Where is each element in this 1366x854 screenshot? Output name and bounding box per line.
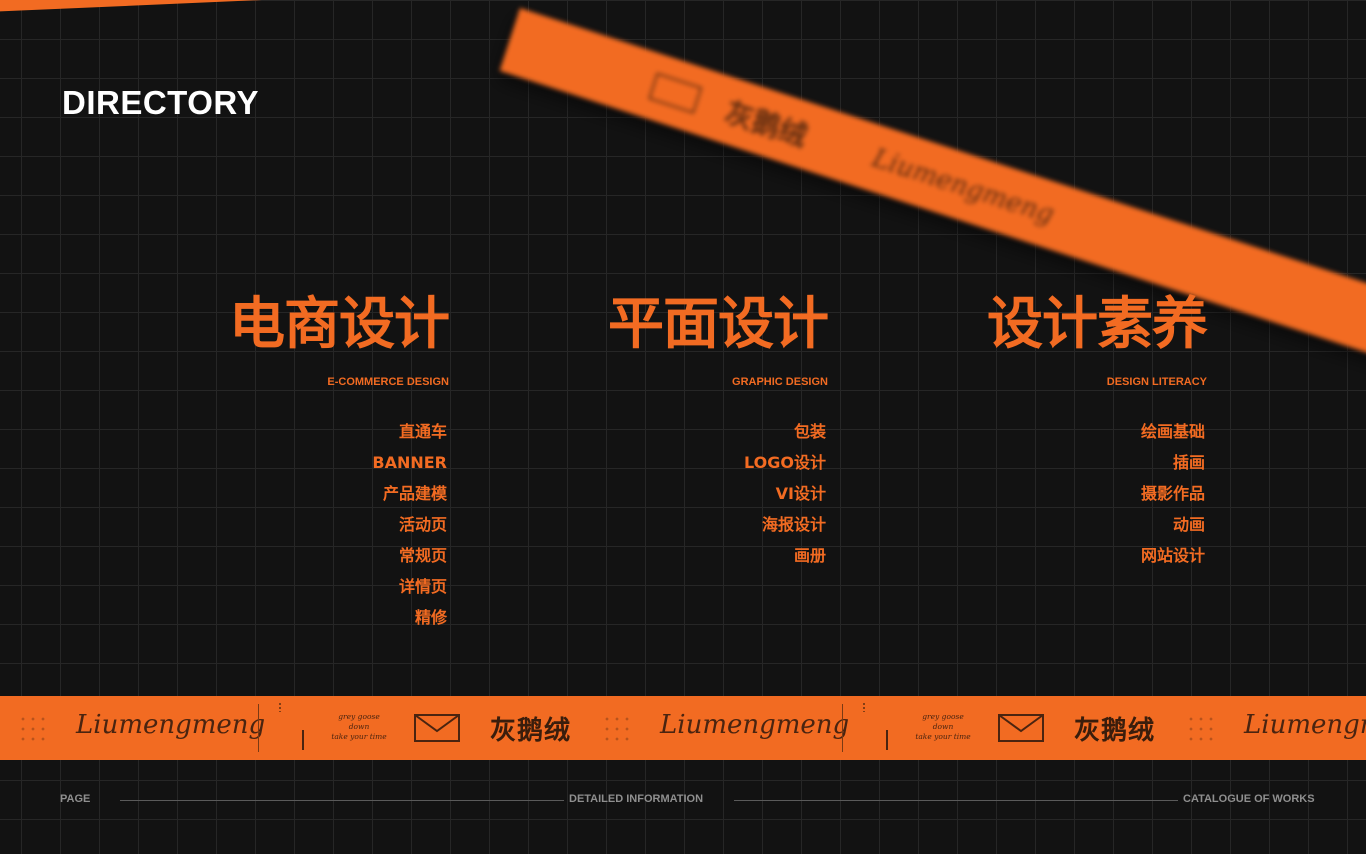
band-script-text: Liumengmeng	[76, 710, 266, 740]
list-item[interactable]: 产品建模	[382, 484, 447, 503]
category-title: 设计素养	[987, 292, 1208, 357]
list-item[interactable]: 插画	[1172, 453, 1205, 472]
category-graphic: 平面设计 GRAPHIC DESIGN 包装 LOGO设计 VI设计 海报设计 …	[528, 290, 829, 571]
dot-pattern	[18, 714, 48, 744]
top-decorative-tape: Liumengmeng 灰鹅绒	[0, 0, 902, 14]
band-dots	[863, 702, 865, 712]
band-small-script: grey goose down take your time	[915, 712, 971, 741]
tape-script-text: Liumengmeng	[868, 143, 1058, 231]
category-literacy: 设计素养 DESIGN LITERACY 绘画基础 插画 摄影作品 动画 网站设…	[907, 290, 1208, 571]
list-item[interactable]: 常规页	[398, 546, 447, 565]
band-divider	[842, 704, 843, 752]
footer-divider-line	[734, 800, 1178, 801]
category-subtitle: GRAPHIC DESIGN	[732, 376, 828, 388]
band-segment: Liumengmeng grey goose down take your ti…	[584, 696, 1168, 760]
list-item[interactable]: 直通车	[398, 422, 447, 441]
list-item[interactable]: 画册	[793, 546, 826, 565]
list-item[interactable]: BANNER	[372, 453, 447, 472]
category-ecommerce: 电商设计 E-COMMERCE DESIGN 直通车 BANNER 产品建模 活…	[149, 290, 450, 633]
page-title: DIRECTORY	[62, 84, 260, 121]
list-item[interactable]: 海报设计	[761, 515, 826, 534]
band-tick	[886, 730, 888, 750]
band-segment: Liumengmeng	[1168, 696, 1366, 760]
band-brand-text: 灰鹅绒	[1074, 716, 1156, 746]
bottom-decorative-band: Liumengmeng grey goose down take your ti…	[0, 696, 1366, 760]
list-item[interactable]: 精修	[414, 608, 447, 627]
list-item[interactable]: 绘画基础	[1140, 422, 1205, 441]
footer-right-label: CATALOGUE OF WORKS	[1183, 793, 1315, 805]
category-title: 电商设计	[229, 292, 450, 357]
list-item[interactable]: 网站设计	[1140, 546, 1205, 565]
category-item-list: 包装 LOGO设计 VI设计 海报设计 画册	[528, 416, 826, 571]
list-item[interactable]: VI设计	[775, 484, 826, 503]
category-title: 平面设计	[608, 292, 829, 357]
band-divider	[258, 704, 259, 752]
dot-pattern	[602, 714, 632, 744]
band-script-text: Liumengmeng	[660, 710, 850, 740]
footer-page-label: PAGE	[60, 793, 91, 805]
list-item[interactable]: LOGO设计	[744, 453, 826, 472]
footer-center-label: DETAILED INFORMATION	[569, 793, 704, 805]
envelope-icon	[998, 714, 1044, 742]
category-subtitle: E-COMMERCE DESIGN	[327, 376, 449, 388]
band-dots	[279, 702, 281, 712]
list-item[interactable]: 摄影作品	[1140, 484, 1205, 503]
envelope-icon	[414, 714, 460, 742]
list-item[interactable]: 动画	[1172, 515, 1205, 534]
footer-divider-line	[120, 800, 564, 801]
category-subtitle: DESIGN LITERACY	[1106, 376, 1207, 388]
envelope-icon	[648, 72, 703, 114]
tape-brand-text: 灰鹅绒	[721, 95, 812, 153]
list-item[interactable]: 活动页	[398, 515, 447, 534]
list-item[interactable]: 包装	[793, 422, 826, 441]
list-item[interactable]: 详情页	[398, 577, 447, 596]
band-tick	[302, 730, 304, 750]
band-segment: Liumengmeng grey goose down take your ti…	[0, 696, 584, 760]
band-brand-text: 灰鹅绒	[490, 716, 572, 746]
band-script-text: Liumengmeng	[1244, 710, 1366, 740]
band-small-script: grey goose down take your time	[331, 712, 387, 741]
category-item-list: 绘画基础 插画 摄影作品 动画 网站设计	[907, 416, 1205, 571]
dot-pattern	[1186, 714, 1216, 744]
category-item-list: 直通车 BANNER 产品建模 活动页 常规页 详情页 精修	[149, 416, 447, 633]
